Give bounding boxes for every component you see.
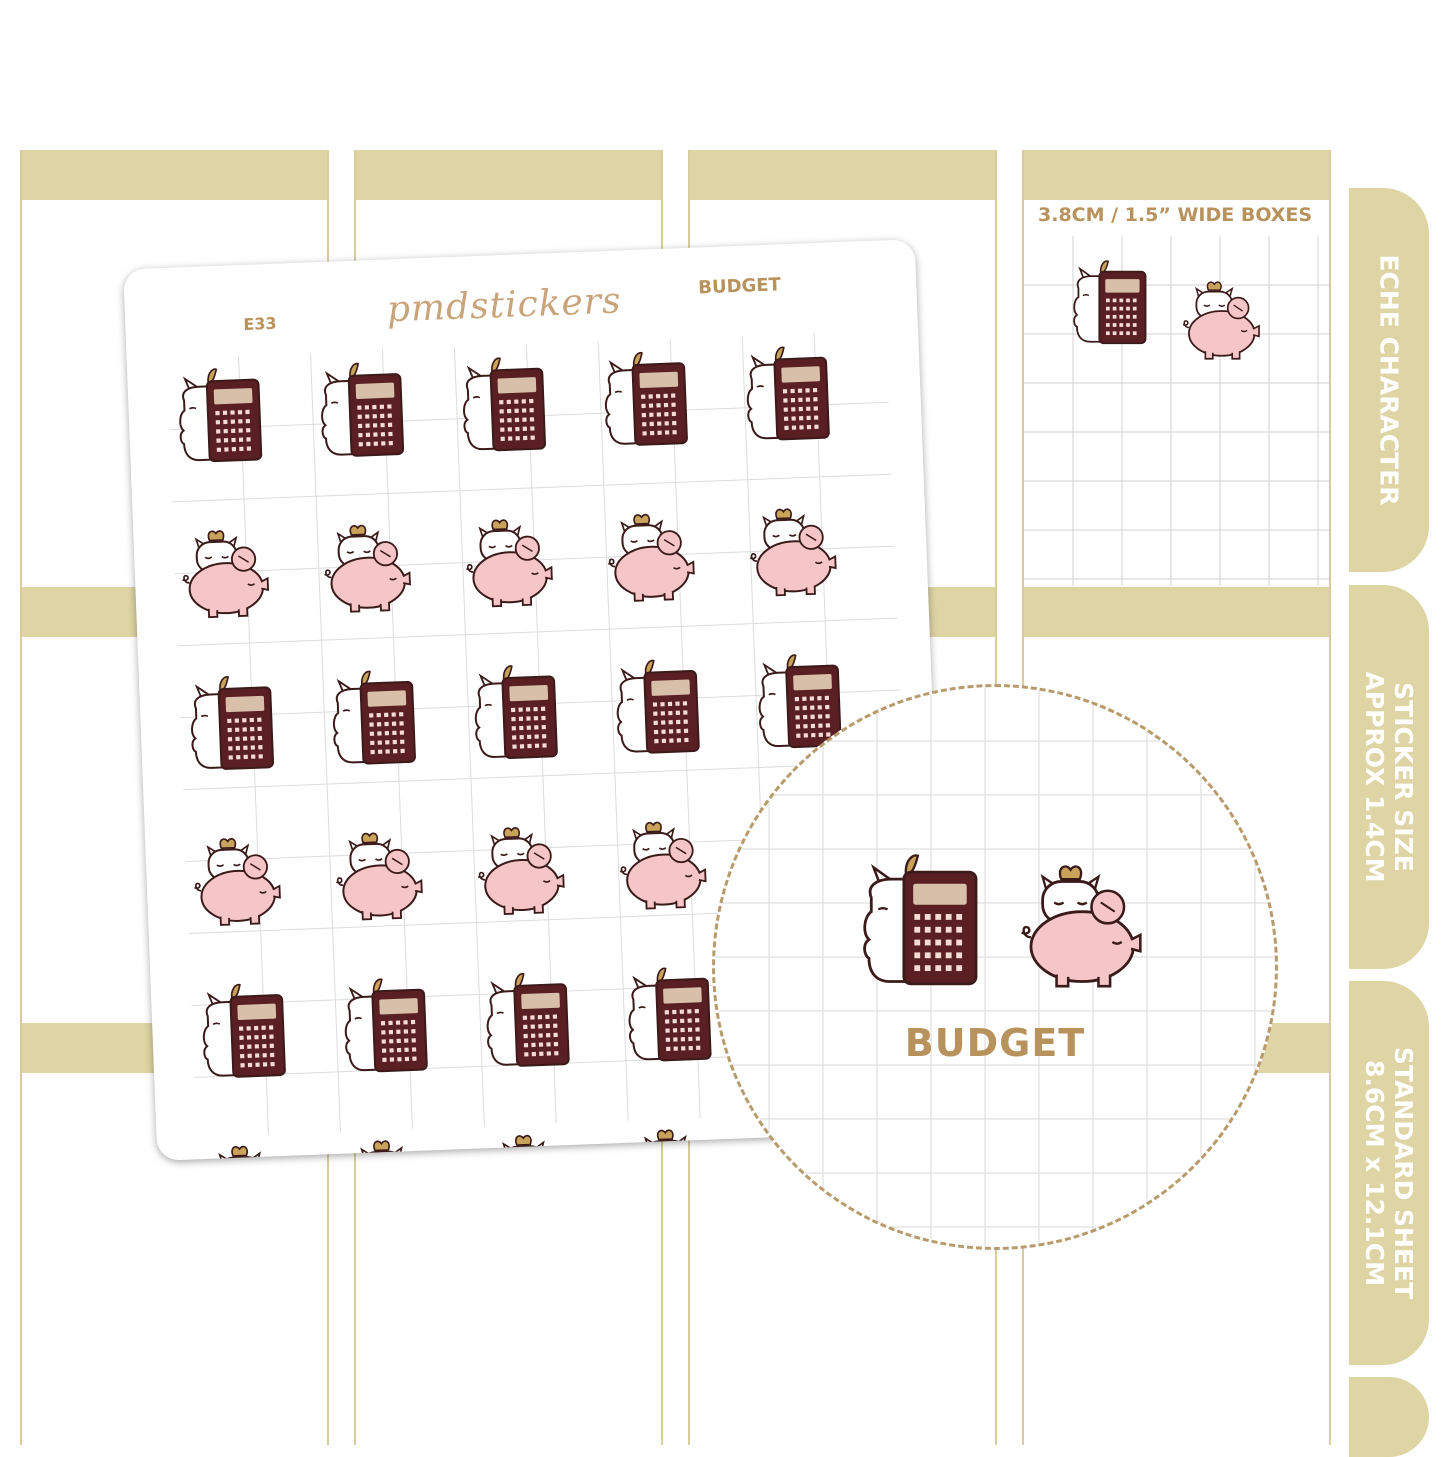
sticker-calculator-cat bbox=[739, 342, 835, 445]
brand-logo: pmdstickers bbox=[386, 280, 623, 331]
sticker-piggy-bank-cat bbox=[331, 820, 427, 923]
sticker-piggy-bank-cat bbox=[473, 815, 569, 918]
planner-mid-band bbox=[1024, 587, 1329, 637]
sticker-calculator-cat bbox=[337, 974, 433, 1077]
tab-extra[interactable] bbox=[1349, 1377, 1429, 1457]
tab-label: ECHE CHARACTER bbox=[1374, 254, 1404, 506]
sticker-calculator-cat bbox=[597, 348, 693, 451]
box-size-label: 3.8CM / 1.5” WIDE BOXES bbox=[1038, 204, 1313, 226]
sticker-piggy-bank-cat bbox=[177, 518, 273, 621]
sticker-calculator-cat bbox=[171, 364, 267, 467]
sticker-piggy-bank-cat bbox=[744, 496, 840, 599]
zoom-label: BUDGET bbox=[904, 1021, 1086, 1065]
sticker-piggy-bank-cat bbox=[189, 826, 285, 929]
sheet-code: E33 bbox=[243, 313, 277, 334]
planner-header-band bbox=[356, 150, 661, 200]
zoom-sticker-calculator bbox=[855, 851, 983, 991]
sticker-calculator-cat bbox=[455, 353, 551, 456]
sticker-piggy-bank-cat bbox=[603, 502, 699, 605]
sticker-calculator-cat bbox=[313, 359, 409, 462]
sticker-piggy-bank-cat bbox=[319, 513, 415, 616]
planner-header-band bbox=[690, 150, 995, 200]
planner-header-band bbox=[1024, 150, 1329, 200]
sticker-calculator-cat bbox=[325, 667, 421, 770]
zoom-grid bbox=[715, 687, 1275, 1247]
sticker-piggy-bank-cat bbox=[461, 507, 557, 610]
planner-header-band bbox=[22, 150, 327, 200]
sheet-title: BUDGET bbox=[697, 274, 782, 299]
sticker-calculator-cat bbox=[620, 963, 716, 1066]
tab-eche-character[interactable]: ECHE CHARACTER bbox=[1349, 188, 1429, 572]
zoom-detail: BUDGET bbox=[712, 684, 1278, 1250]
zoom-sticker-piggy-bank bbox=[1017, 851, 1145, 991]
sticker-calculator-cat bbox=[183, 672, 279, 775]
sticker-calculator-cat bbox=[467, 661, 563, 764]
sticker-calculator-cat bbox=[195, 980, 291, 1083]
sticker-calculator-cat bbox=[478, 969, 574, 1072]
preview-sticker-calculator bbox=[1068, 258, 1150, 348]
preview-sticker-piggy-bank bbox=[1180, 272, 1262, 362]
sticker-calculator-cat bbox=[608, 656, 704, 759]
sticker-piggy-bank-cat bbox=[614, 810, 710, 913]
